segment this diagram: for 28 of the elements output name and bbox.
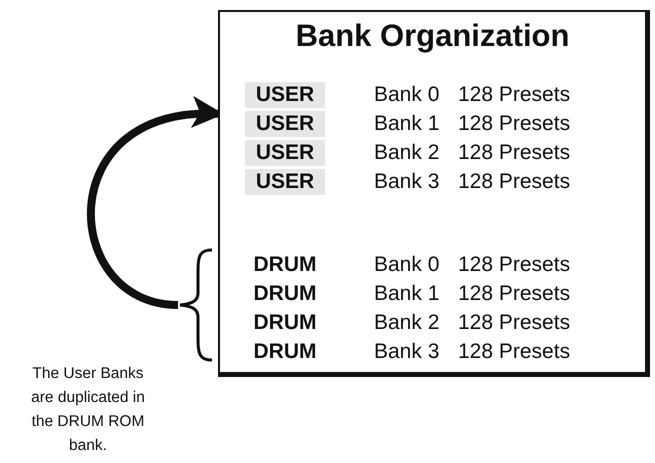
preset-count-label: 128 Presets [458, 82, 572, 108]
preset-count-label: 128 Presets [458, 252, 572, 278]
preset-count-label: 128 Presets [458, 168, 572, 194]
preset-count-label: 128 Presets [458, 310, 572, 336]
bank-number-label: Bank 1 [374, 110, 440, 136]
note-text: The User Banks are duplicated in the DRUM ROM bank. [30, 364, 146, 456]
bank-number-label: Bank 1 [374, 280, 440, 306]
bank-type-label: DRUM [252, 252, 318, 278]
bank-number-label: Bank 2 [374, 310, 440, 336]
bank-type-label: DRUM [252, 280, 318, 306]
bank-number-label: Bank 3 [374, 168, 440, 194]
bank-type-label: DRUM [252, 338, 318, 364]
bank-type-tag: USER [245, 140, 325, 166]
bank-number-label: Bank 2 [374, 140, 440, 166]
bank-type-tag: USER [245, 82, 325, 108]
bank-number-label: Bank 3 [374, 338, 440, 364]
bank-type-tag: USER [245, 168, 325, 194]
bank-number-label: Bank 0 [374, 82, 440, 108]
table-panel [218, 10, 650, 377]
bank-number-label: Bank 0 [374, 252, 440, 278]
curly-brace [178, 248, 214, 362]
preset-count-label: 128 Presets [458, 140, 572, 166]
preset-count-label: 128 Presets [458, 280, 572, 306]
preset-count-label: 128 Presets [458, 110, 572, 136]
preset-count-label: 128 Presets [458, 338, 572, 364]
bank-type-label: DRUM [252, 310, 318, 336]
panel-heading: Bank Organization [294, 18, 570, 54]
bank-type-tag: USER [245, 110, 325, 136]
